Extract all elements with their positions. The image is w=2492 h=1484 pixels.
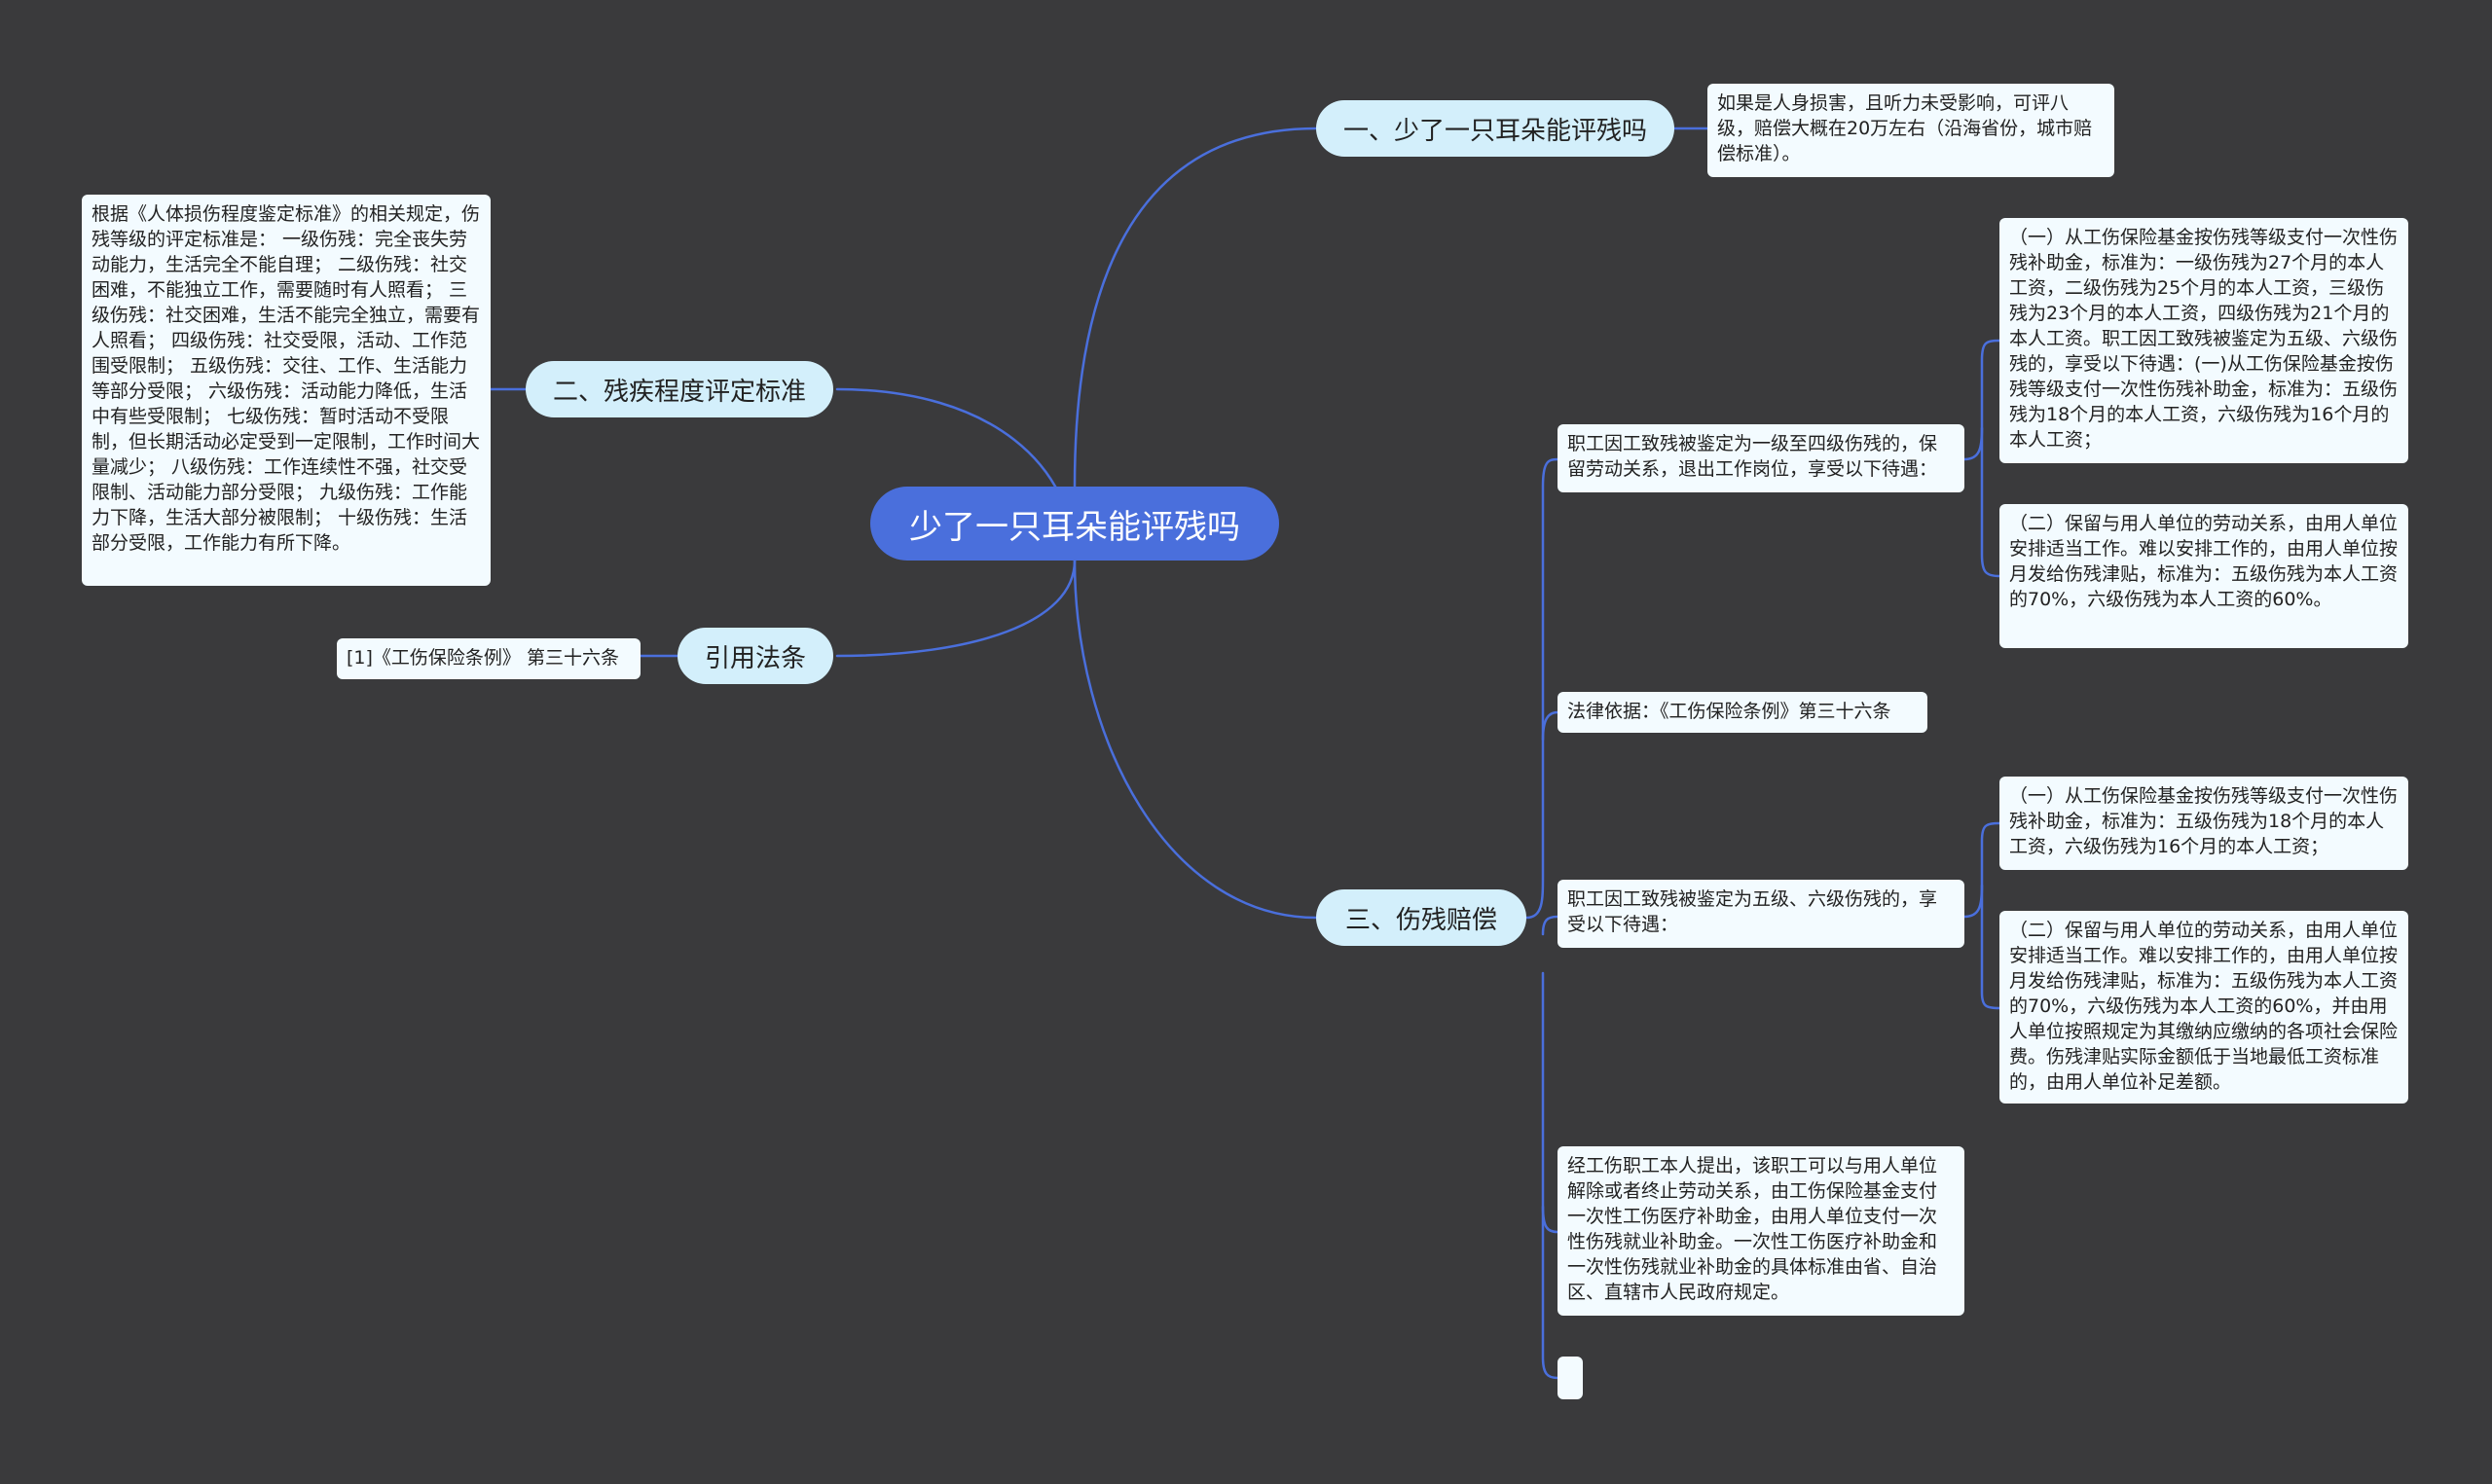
branch-compensation[interactable]: 三、伤残赔偿 bbox=[1316, 889, 1526, 946]
leaf-law-citation: [1]《工伤保险条例》 第三十六条 bbox=[337, 638, 641, 679]
link-b4-1-sub bbox=[1962, 339, 2001, 461]
leaf-grade5-6-employment: （二）保留与用人单位的劳动关系，由用人单位安排适当工作。难以安排工作的，由用人单… bbox=[1999, 911, 2408, 1104]
leaf-legal-basis: 法律依据：《工伤保险条例》第三十六条 bbox=[1558, 692, 1927, 733]
central-topic[interactable]: 少了一只耳朵能评残吗 bbox=[870, 487, 1279, 561]
link-central-b3 bbox=[835, 559, 1077, 658]
link-b4-1-sub-b bbox=[1980, 426, 2001, 578]
leaf-termination: 经工伤职工本人提出，该职工可以与用人单位解除或者终止劳动关系，由工伤保险基金支付… bbox=[1558, 1146, 1964, 1316]
branch-ear-disability[interactable]: 一、少了一只耳朵能评残吗 bbox=[1316, 100, 1674, 157]
leaf-disability-grades: 根据《人体损伤程度鉴定标准》的相关规定，伤残等级的评定标准是： 一级伤残：完全丧… bbox=[82, 195, 491, 586]
link-b4-3-sub-b bbox=[1980, 884, 2001, 1010]
link-b4-leaf2 bbox=[1541, 710, 1559, 742]
branch-disability-standard[interactable]: 二、残疾程度评定标准 bbox=[526, 361, 833, 417]
leaf-grade5-6: 职工因工致残被鉴定为五级、六级伤残的，享受以下待遇： bbox=[1558, 880, 1964, 948]
leaf-grade1-4-employment: （二）保留与用人单位的劳动关系，由用人单位安排适当工作。难以安排工作的，由用人单… bbox=[1999, 504, 2408, 648]
leaf-grade5-6-subsidy: （一）从工伤保险基金按伤残等级支付一次性伤残补助金，标准为：五级伤残为18个月的… bbox=[1999, 777, 2408, 870]
link-b4-leaf3 bbox=[1541, 915, 1559, 936]
link-central-b1 bbox=[1073, 127, 1318, 489]
branch-cited-law[interactable]: 引用法条 bbox=[678, 628, 833, 684]
leaf-empty bbox=[1558, 1357, 1583, 1399]
link-b4-3-sub bbox=[1962, 821, 2001, 919]
leaf-grade1-4: 职工因工致残被鉴定为一级至四级伤残的，保留劳动关系，退出工作岗位，享受以下待遇： bbox=[1558, 424, 1964, 492]
link-b4-leaf5 bbox=[1541, 1205, 1559, 1380]
leaf-ear-evaluation: 如果是人身损害，且听力未受影响，可评八级，赔偿大概在20万左右（沿海省份，城市赔… bbox=[1707, 84, 2114, 177]
leaf-grade1-4-subsidy: （一）从工伤保险基金按伤残等级支付一次性伤残补助金，标准为：一级伤残为27个月的… bbox=[1999, 218, 2408, 463]
link-b4-bracket bbox=[1524, 457, 1559, 920]
link-central-b4 bbox=[1073, 559, 1318, 920]
link-b4-leaf4 bbox=[1541, 971, 1559, 1234]
